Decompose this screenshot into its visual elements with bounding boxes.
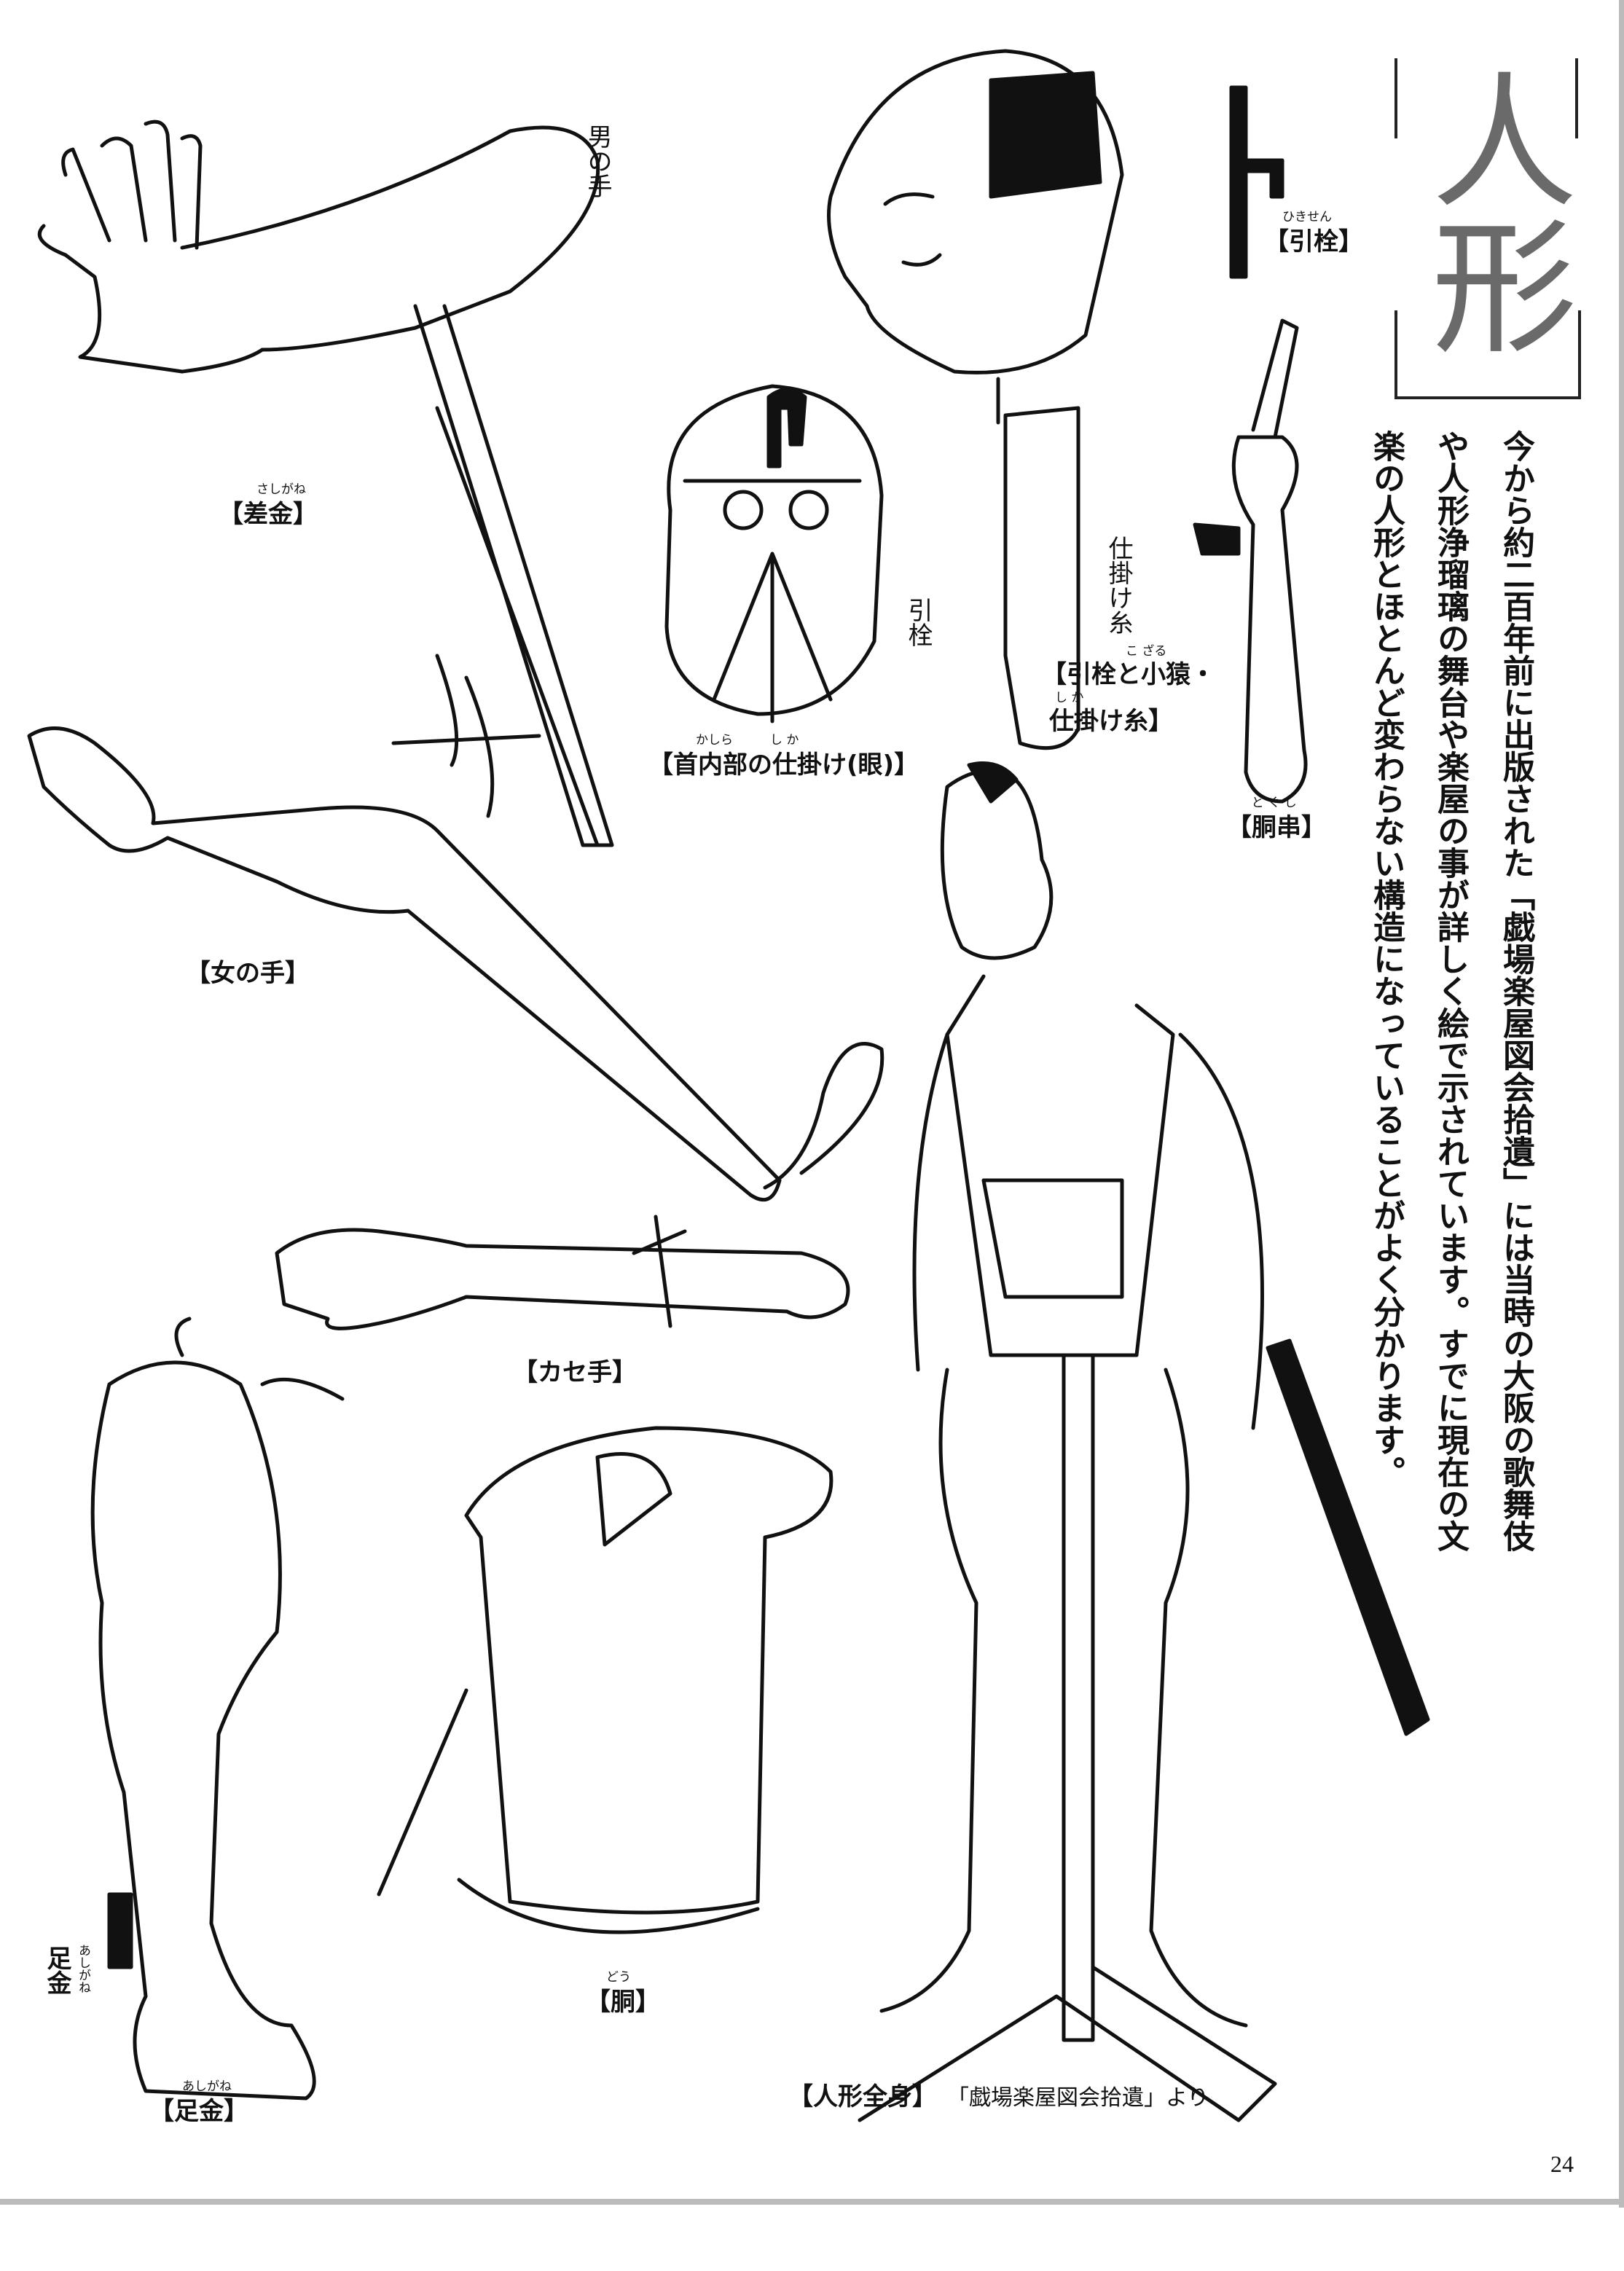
ruby-kozaru: こ ざる bbox=[1126, 644, 1167, 659]
label-kase-hand: 【カセ手】 bbox=[513, 1358, 637, 1387]
label-hikisen-small: 引栓 bbox=[903, 597, 933, 647]
body-column-1: 今から約二百年前に出版された「戯場楽屋図会拾遺」には当時の大阪の歌舞伎 bbox=[1497, 430, 1534, 1552]
ruby-sashigane: さしがね bbox=[256, 482, 306, 497]
ruby-kashira: かしら し か bbox=[696, 733, 799, 748]
pull-plug-illustration bbox=[1229, 85, 1284, 279]
ruby-shika: し か bbox=[1055, 691, 1084, 705]
ruby-ashigane-small: あしがね bbox=[76, 1944, 90, 1993]
ruby-dogushi: ど ぐ し bbox=[1252, 796, 1297, 810]
label-source: 「戯場楽屋図会拾遺」より bbox=[947, 2085, 1209, 2111]
male-hand-illustration bbox=[37, 119, 614, 847]
kase-hand-illustration bbox=[275, 1215, 850, 1330]
page-edge-bottom bbox=[0, 2199, 1624, 2205]
body-column-3: 楽の人形とほとんど変わらない構造になっていることがよく分かります。 bbox=[1368, 430, 1405, 1488]
ruby-dou: どう bbox=[606, 1970, 631, 1985]
ruby-ashigane: あしがね bbox=[182, 2079, 232, 2094]
leg-illustration bbox=[90, 1317, 345, 2101]
label-full-puppet: 【人形全身】 bbox=[788, 2082, 937, 2111]
full-puppet-illustration bbox=[858, 761, 1430, 2122]
ruby-hikisen: ひきせん bbox=[1282, 210, 1332, 224]
page-edge-right bbox=[1619, 0, 1624, 2208]
label-hikisen-kozaru-2: 仕掛け糸】 bbox=[1049, 707, 1173, 736]
label-dou: 【胴】 bbox=[586, 1988, 660, 2017]
torso-frame-illustration bbox=[377, 1426, 833, 1934]
label-ashigane: 【足金】 bbox=[149, 2097, 248, 2126]
label-dogushi: 【胴串】 bbox=[1227, 813, 1326, 842]
page-number: 24 bbox=[1550, 2151, 1574, 2177]
body-column-2: や人形浄瑠璃の舞台や楽屋の事が詳しく絵で示されています。すでに現在の文 bbox=[1432, 430, 1469, 1552]
body-stick-illustration bbox=[1193, 318, 1308, 804]
title-box: 人形 bbox=[1394, 58, 1581, 399]
female-hand-illustration bbox=[27, 726, 884, 1202]
page-title: 人形 bbox=[1406, 66, 1576, 357]
label-hikisen-kozaru-1: 【引栓と小猿・ bbox=[1042, 660, 1215, 689]
label-shikake-ito: 仕掛け糸 bbox=[1104, 536, 1133, 635]
label-male-hand: 男の手 bbox=[583, 124, 612, 198]
label-hikisen: 【引栓】 bbox=[1264, 227, 1363, 256]
label-sashigane: 【差金】 bbox=[219, 500, 318, 529]
label-female-hand: 【女の手】 bbox=[186, 959, 310, 988]
label-head-mechanism: 【首内部の仕掛け(眼)】 bbox=[648, 750, 919, 780]
label-ashigane-small: 足金 bbox=[42, 1945, 71, 1995]
head-illustration bbox=[827, 49, 1124, 750]
eye-mechanism-illustration bbox=[664, 384, 884, 723]
